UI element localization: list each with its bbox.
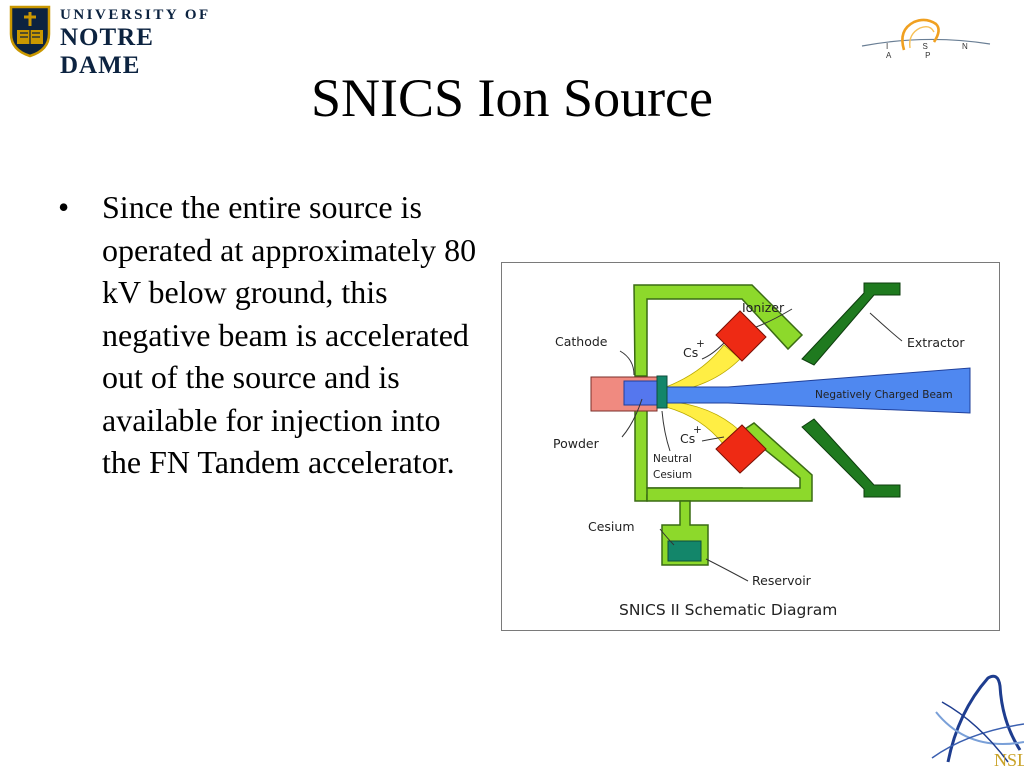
label-cs-top: Cs bbox=[683, 345, 698, 360]
label-cesium: Cesium bbox=[588, 519, 635, 534]
nsl-logo-text: NSL bbox=[994, 750, 1024, 768]
diagram-caption: SNICS II Schematic Diagram bbox=[619, 601, 837, 619]
nsl-logo: NSL bbox=[928, 672, 1024, 770]
bullet-text: Since the entire source is operated at a… bbox=[102, 189, 477, 480]
label-extractor: Extractor bbox=[907, 335, 965, 350]
orbit-swoosh-icon bbox=[861, 18, 991, 51]
university-logo: UNIVERSITY OF NOTRE DAME bbox=[8, 4, 238, 79]
label-reservoir: Reservoir bbox=[752, 573, 812, 588]
label-powder: Powder bbox=[553, 436, 600, 451]
label-negative-beam: Negatively Charged Beam bbox=[815, 389, 953, 401]
extractor-bottom bbox=[801, 418, 901, 498]
label-cs-bottom-plus: + bbox=[693, 424, 702, 436]
slide-title: SNICS Ion Source bbox=[311, 68, 713, 128]
source-housing-lower-right bbox=[646, 422, 813, 502]
extractor-top bbox=[801, 282, 901, 366]
ionizer-bottom bbox=[715, 424, 767, 474]
bullet-symbol: • bbox=[58, 189, 70, 225]
shield-crest-icon bbox=[9, 5, 51, 58]
label-neutral: Neutral bbox=[653, 453, 692, 465]
neutral-cesium-layer bbox=[656, 375, 668, 409]
source-housing bbox=[633, 284, 804, 377]
cesium-flow-top bbox=[665, 344, 741, 394]
university-logo-line2: NOTRE DAME bbox=[60, 24, 154, 79]
label-ionizer: Ionizer bbox=[742, 300, 785, 315]
label-cs-bottom: Cs bbox=[680, 431, 695, 446]
label-neutral-cesium: Cesium bbox=[653, 469, 692, 481]
label-cathode: Cathode bbox=[555, 334, 608, 349]
ionizer-top bbox=[715, 310, 767, 362]
snics-schematic-diagram: Ionizer Extractor Cathode Cs + Negativel… bbox=[501, 262, 1000, 631]
nsl-swoosh-icon: NSL bbox=[931, 674, 1024, 770]
isnap-logo-text: I S N A P bbox=[886, 42, 984, 60]
university-logo-line1: UNIVERSITY OF bbox=[60, 7, 211, 23]
label-cs-top-plus: + bbox=[696, 338, 705, 350]
cesium-reservoir bbox=[667, 540, 702, 562]
isnap-logo: I S N A P bbox=[858, 12, 994, 62]
